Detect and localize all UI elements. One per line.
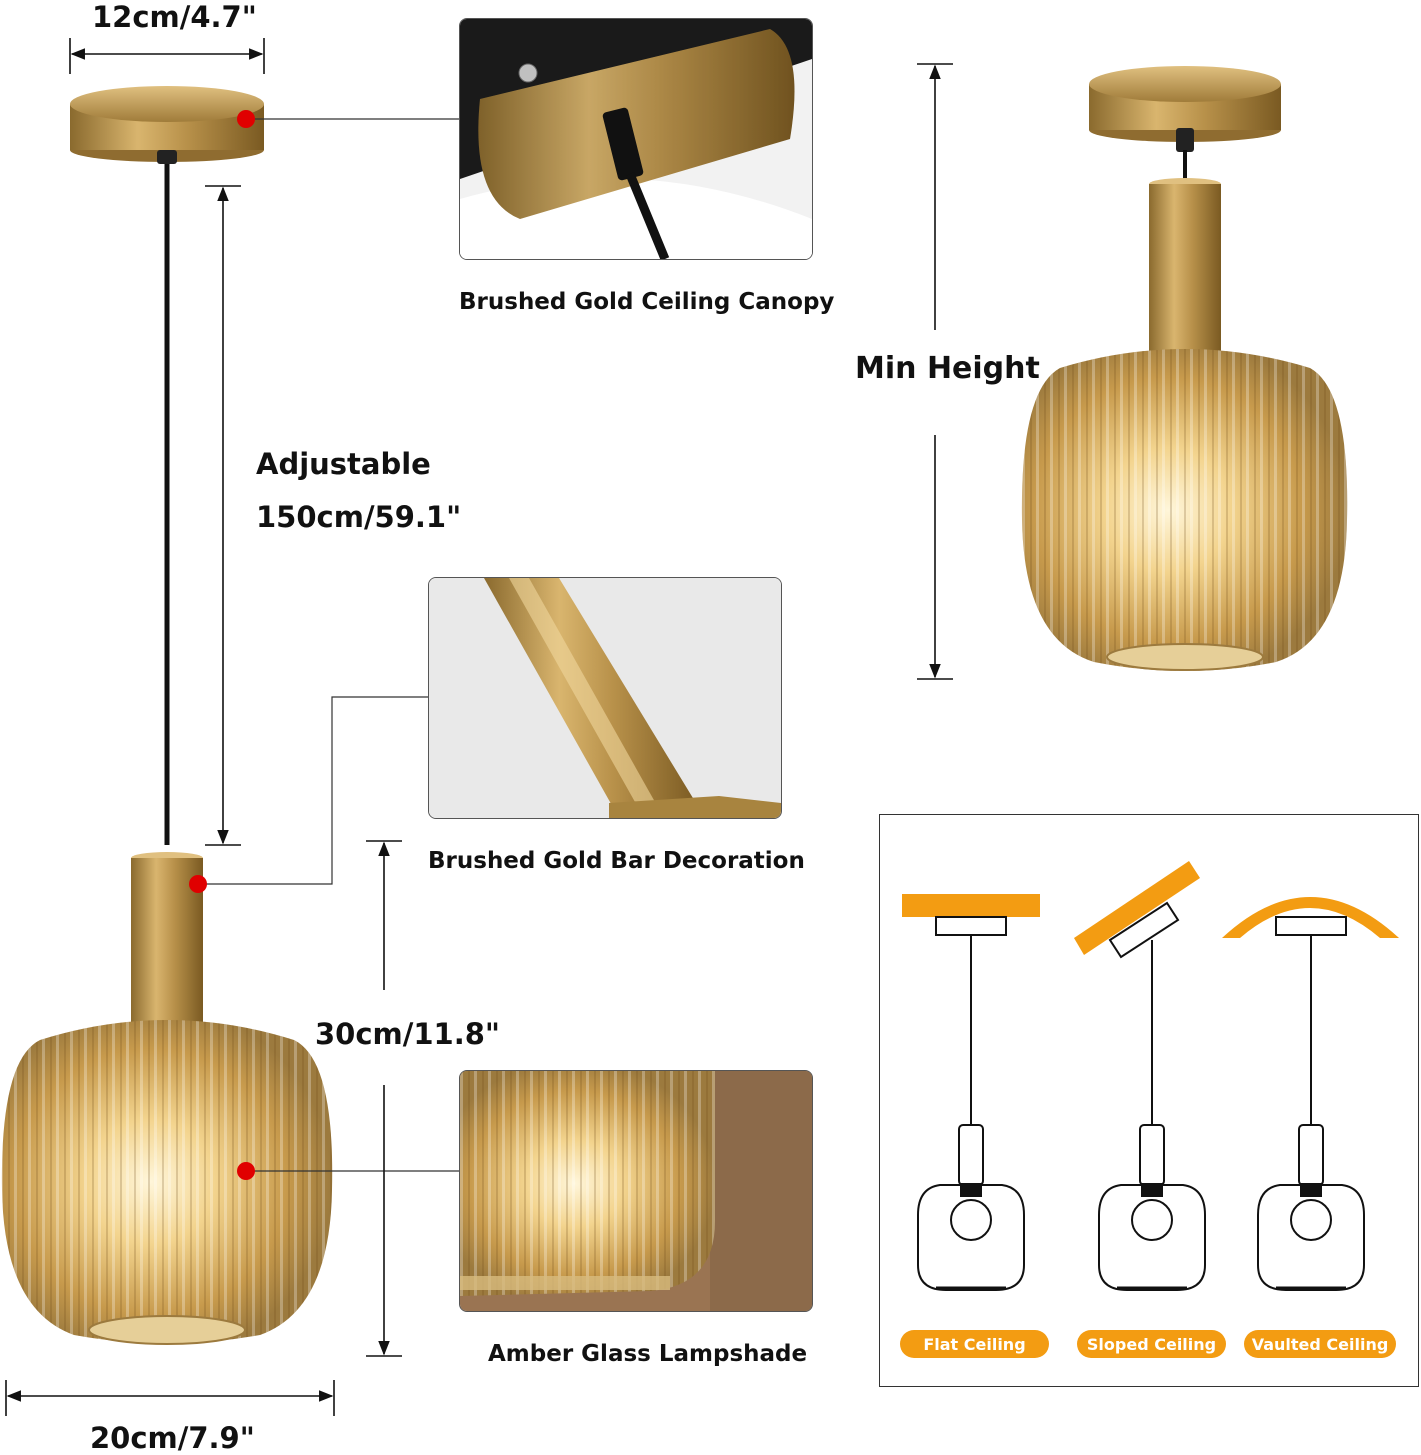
- installation-icons: [902, 861, 1399, 1291]
- canopy-detail-photo: [459, 18, 813, 260]
- vaulted-ceiling-icon: [1222, 897, 1399, 1291]
- vaulted-ceiling-badge: Vaulted Ceiling: [1244, 1330, 1396, 1358]
- sloped-ceiling-badge: Sloped Ceiling: [1077, 1330, 1226, 1358]
- cord-length-label: 150cm/59.1": [256, 500, 462, 534]
- shade-marker: [237, 1162, 255, 1180]
- shade-ribs: [1, 1020, 333, 1344]
- bar-detail-photo: [428, 577, 782, 819]
- canopy-top: [70, 86, 264, 122]
- shade-detail-photo: [459, 1070, 813, 1312]
- shade-width-label: 20cm/7.9": [90, 1421, 255, 1455]
- canopy-marker: [237, 110, 255, 128]
- canopy-caption: Brushed Gold Ceiling Canopy: [459, 289, 835, 315]
- bar-caption: Brushed Gold Bar Decoration: [428, 848, 805, 874]
- shade-opening: [88, 1315, 246, 1345]
- flat-ceiling-badge: Flat Ceiling: [900, 1330, 1049, 1358]
- dimension-lines: [5, 38, 953, 1416]
- main-pendant: [1, 86, 333, 1345]
- cord-grip: [157, 150, 177, 164]
- bar-marker: [189, 875, 207, 893]
- min-height-pendant: [1021, 66, 1348, 671]
- canopy-width-label: 12cm/4.7": [92, 0, 257, 34]
- min-height-label: Min Height: [855, 351, 1040, 386]
- flat-ceiling-icon: [902, 894, 1040, 1291]
- fixture-height-label: 30cm/11.8": [315, 1017, 501, 1051]
- callout-leaders: [189, 110, 480, 1180]
- shade-caption: Amber Glass Lampshade: [488, 1341, 808, 1367]
- bar-leader: [198, 696, 470, 885]
- sloped-ceiling-icon: [1074, 861, 1206, 1291]
- adjustable-label: Adjustable: [256, 447, 431, 481]
